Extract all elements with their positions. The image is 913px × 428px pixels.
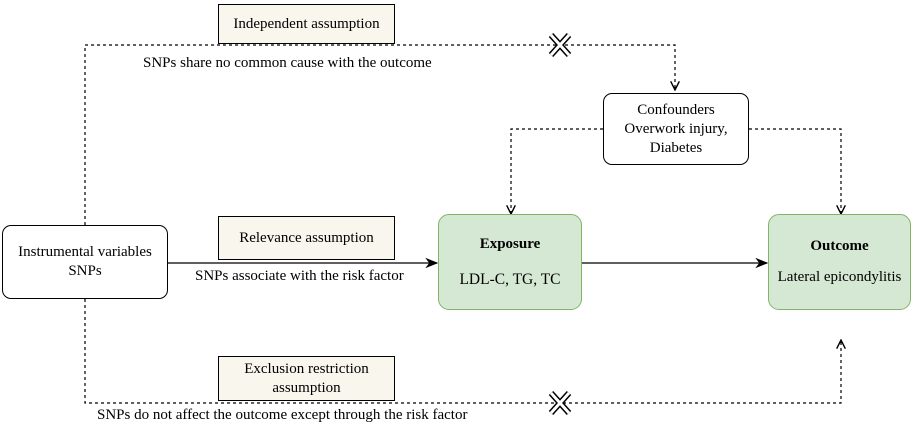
independent-assumption-description: SNPs share no common cause with the outc… bbox=[143, 55, 432, 71]
relevance-assumption-description: SNPs associate with the risk factor bbox=[195, 268, 404, 284]
independent-path bbox=[84, 44, 675, 225]
instrumental-variables-node: Instrumental variables SNPs bbox=[2, 225, 168, 299]
exclusion-assumption-box: Exclusion restriction assumption bbox=[218, 356, 395, 401]
block-cross-bottom bbox=[548, 390, 572, 416]
confounders-line2: Overwork injury, bbox=[624, 120, 728, 137]
confounder-outcome-path bbox=[749, 128, 841, 214]
exposure-title: Exposure bbox=[479, 235, 541, 252]
relevance-assumption-box: Relevance assumption bbox=[218, 216, 395, 260]
exclusion-assumption-description: SNPs do not affect the outcome except th… bbox=[97, 407, 468, 423]
confounders-line1: Confounders bbox=[637, 101, 715, 118]
block-cross-top bbox=[548, 32, 572, 58]
independent-assumption-title: Independent assumption bbox=[233, 15, 380, 32]
instrumental-variables-line1: Instrumental variables bbox=[18, 244, 152, 260]
outcome-detail: Lateral epicondylitis bbox=[777, 269, 902, 285]
independent-assumption-box: Independent assumption bbox=[218, 4, 395, 44]
exclusion-path bbox=[84, 299, 841, 404]
confounders-node: Confounders Overwork injury, Diabetes bbox=[603, 93, 749, 165]
exclusion-assumption-title-line2: assumption bbox=[272, 379, 341, 396]
exposure-node: Exposure LDL-C, TG, TC bbox=[438, 214, 582, 310]
exposure-detail: LDL-C, TG, TC bbox=[459, 270, 561, 288]
instrumental-variables-line2: SNPs bbox=[68, 263, 102, 279]
outcome-title: Outcome bbox=[810, 238, 869, 254]
confounder-exposure-path bbox=[511, 128, 603, 214]
confounders-line3: Diabetes bbox=[649, 139, 703, 156]
outcome-node: Outcome Lateral epicondylitis bbox=[768, 214, 911, 310]
relevance-assumption-title: Relevance assumption bbox=[239, 229, 374, 246]
exclusion-assumption-title-line1: Exclusion restriction bbox=[244, 360, 369, 377]
